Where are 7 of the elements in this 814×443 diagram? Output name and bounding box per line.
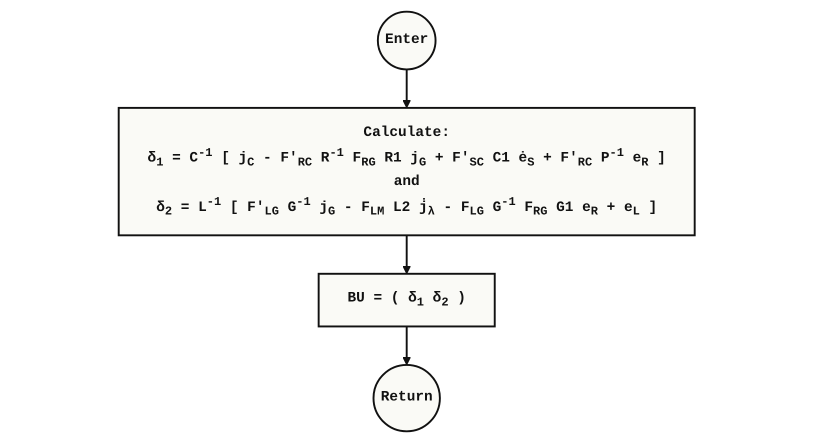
- node-box: Calculate: δ$_{1}$ = C$^{-1}$ [ j$_{C}$ - F'$_{RC}$ R$^{-1}$ F$_{RG}$ R1 j$_{G}$ + F'$_{SC}$ C1 ė$_{S}$ + F'$_{RC}$ P$^{-1}$ e$_{R}$ ] and δ$_{2}$ = L$^{-1}$ [ F'$_{LG}$ G$^{-1}$ j$_{G}$ - F$_{LM}$ L2 j̇$_{λ}$ - F$_{LG}$ G$^{-1}$ F$_{RG}$ G1 e$_{R}$ + e$_{L}$ ]: [118, 106, 696, 236]
- node-box: BU = ( δ$_{1}$ δ$_{2}$ ): [318, 272, 496, 328]
- arrow: [402, 69, 412, 108]
- arrow: [402, 326, 412, 366]
- node-circle: Enter: [377, 10, 437, 70]
- arrow: [402, 235, 412, 274]
- node-circle: Return: [372, 364, 442, 432]
